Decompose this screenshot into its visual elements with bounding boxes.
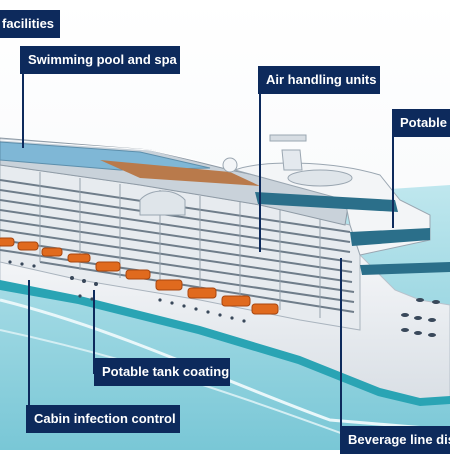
label-beverage-line-disinfection: Beverage line disi [340, 426, 450, 454]
leader-line-beverage [340, 258, 342, 438]
label-cabin-infection-control: Cabin infection control [26, 405, 180, 433]
radar-dome [222, 157, 238, 173]
balcony-rows [0, 179, 355, 313]
mast [281, 149, 303, 171]
deck-railings [0, 139, 231, 169]
label-potable-tank-coating: Potable tank coating [94, 358, 230, 386]
bow-portholes [401, 298, 440, 337]
leader-line-tank [93, 290, 95, 374]
label-air-handling-units: Air handling units [258, 66, 380, 94]
mast-top [269, 134, 307, 142]
label-potable-water: Potable w [392, 109, 450, 137]
balcony-dividers [39, 172, 321, 318]
pool-deck-wood [100, 160, 260, 186]
leader-line-air [259, 92, 261, 252]
leader-line-pool [22, 60, 24, 148]
central-dome [139, 190, 186, 216]
portholes [8, 260, 246, 323]
lounge-windows [350, 228, 430, 246]
bridge-windows [255, 192, 398, 212]
leader-line-cabin [28, 280, 30, 406]
bow-band [360, 262, 450, 275]
lifeboats [0, 237, 279, 315]
observation-dome [287, 169, 353, 187]
label-swimming-pool-and-spa: Swimming pool and spa [20, 46, 180, 74]
leader-line-potable-water [392, 136, 394, 228]
hull-band [0, 280, 450, 406]
label-facilities: facilities [0, 10, 60, 38]
